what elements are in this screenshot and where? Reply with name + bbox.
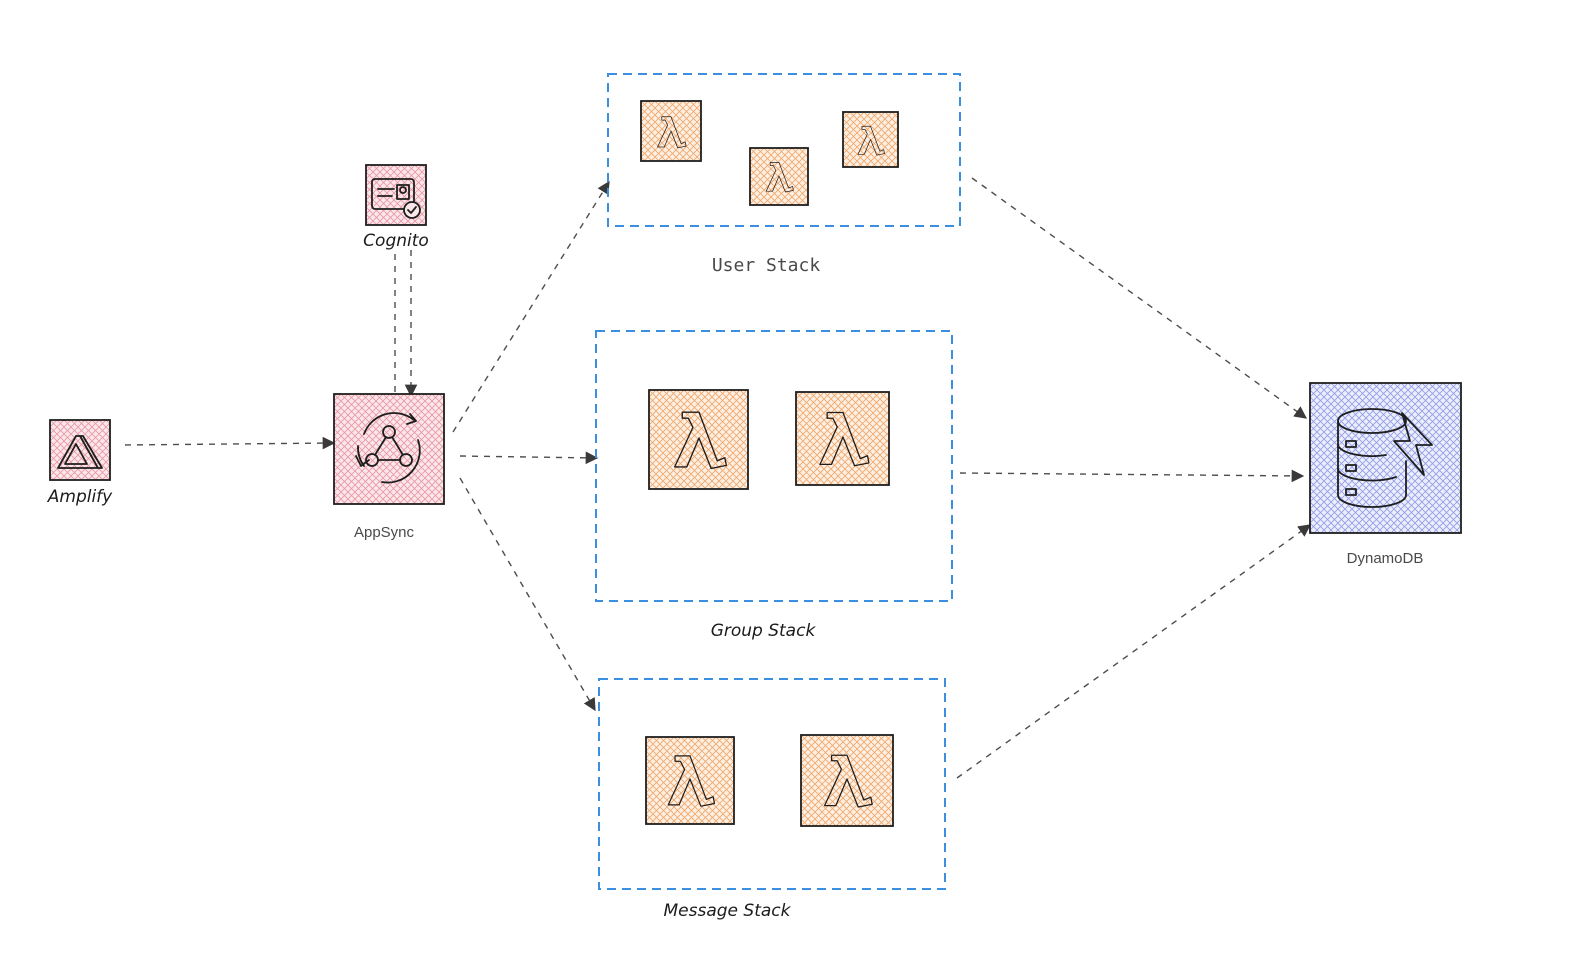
- user-stack-label: User Stack: [712, 255, 821, 276]
- user-stack[interactable]: User Stack: [607, 73, 961, 276]
- edge-user-stack-to-dynamodb: [971, 177, 1308, 419]
- lambda-icon[interactable]: [795, 391, 890, 486]
- lambda-icon[interactable]: [800, 734, 894, 827]
- edge-appsync-to-group-stack: [459, 451, 599, 465]
- dynamodb-label: DynamoDB: [1347, 550, 1424, 567]
- lambda-icon[interactable]: [645, 736, 735, 825]
- edge-appsync-to-message-stack: [459, 477, 596, 712]
- dynamodb-icon: [1309, 382, 1462, 534]
- message-stack[interactable]: Message Stack: [598, 678, 946, 921]
- amplify-icon: [49, 419, 111, 481]
- dynamodb-node[interactable]: DynamoDB: [1309, 382, 1462, 567]
- amplify-node[interactable]: Amplify: [47, 419, 113, 507]
- group-stack-boundary: [595, 330, 953, 602]
- appsync-node[interactable]: AppSync: [333, 393, 445, 541]
- amplify-label: Amplify: [47, 487, 113, 507]
- message-stack-label: Message Stack: [664, 901, 792, 921]
- cognito-node[interactable]: Cognito: [363, 164, 429, 251]
- appsync-label: AppSync: [354, 524, 415, 541]
- cognito-icon: [365, 164, 427, 226]
- cognito-label: Cognito: [363, 231, 429, 251]
- user-stack-boundary: [607, 73, 961, 227]
- message-stack-boundary: [598, 678, 946, 890]
- lambda-icon[interactable]: [749, 147, 809, 206]
- lambda-icon[interactable]: [640, 100, 702, 162]
- edge-message-stack-to-dynamodb: [956, 524, 1312, 779]
- edge-amplify-to-appsync: [124, 436, 336, 450]
- group-stack[interactable]: Group Stack: [595, 330, 953, 641]
- lambda-icon[interactable]: [842, 111, 899, 168]
- edge-appsync-to-user-stack: [452, 180, 610, 433]
- edge-group-stack-to-dynamodb: [959, 469, 1305, 483]
- appsync-icon: [333, 393, 445, 505]
- lambda-icon[interactable]: [648, 389, 749, 490]
- edges: [124, 177, 1312, 779]
- group-stack-label: Group Stack: [711, 621, 817, 641]
